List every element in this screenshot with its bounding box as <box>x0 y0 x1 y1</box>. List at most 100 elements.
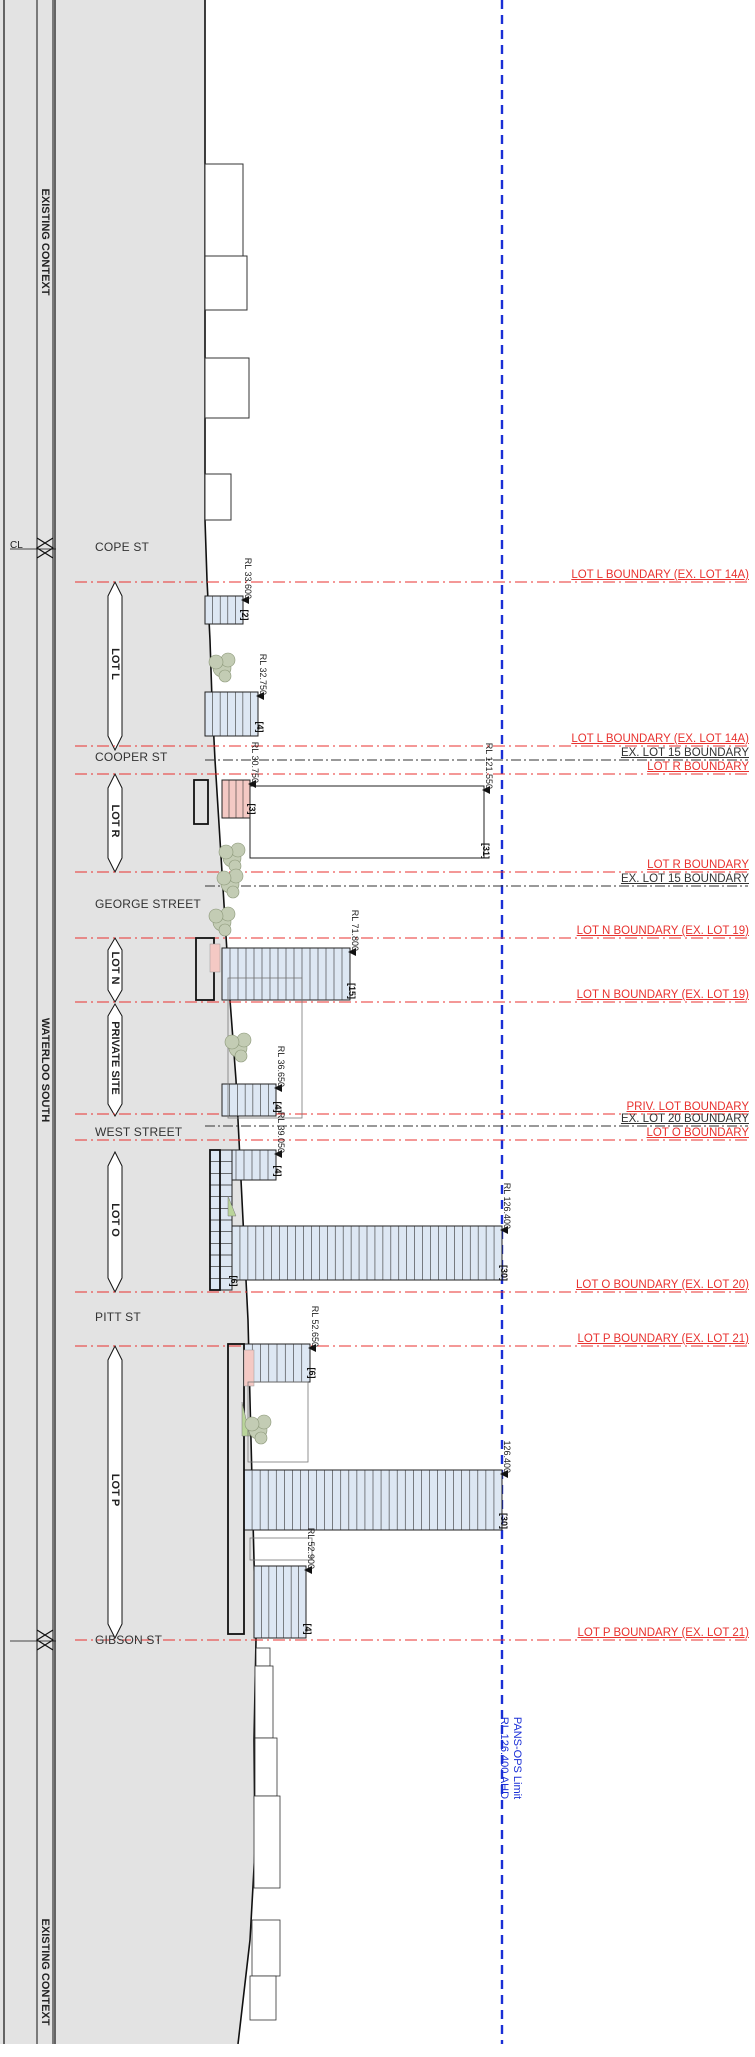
tree-icon <box>256 1414 272 1430</box>
podium-frame <box>209 1149 221 1291</box>
secondary-volume <box>249 1537 313 1561</box>
boundary-label: LOT P BOUNDARY (EX. LOT 21) <box>577 1627 749 1639</box>
level-marker-icon <box>241 596 249 604</box>
level-marker-icon <box>500 1226 508 1234</box>
level-marker-icon <box>274 1084 282 1092</box>
band-division-cope <box>35 537 55 559</box>
podium-accent <box>243 1349 255 1387</box>
podium-accent <box>209 943 221 973</box>
building-rl-label: RL 52.650 <box>310 1305 320 1347</box>
street-label-west: WEST STREET <box>95 1125 183 1139</box>
context-block-8 <box>253 1795 281 1889</box>
tree-icon <box>218 923 232 937</box>
tree-icon <box>218 844 234 860</box>
boundary-label: LOT L BOUNDARY (EX. LOT 14A) <box>571 569 749 581</box>
tree-icon <box>216 870 232 886</box>
band-division-gibson <box>35 1629 55 1651</box>
building-storey-count: [6] <box>307 1367 317 1379</box>
building-storey-count: [30] <box>499 1264 509 1281</box>
tree-icon <box>230 842 246 858</box>
buildings <box>193 595 508 1639</box>
lot-capsule-lot-p <box>107 1344 123 1640</box>
context-block-3 <box>204 357 250 419</box>
boundary-lines <box>75 581 748 1641</box>
tree-icon <box>220 652 236 668</box>
street-label-gibson: GIBSON ST <box>95 1633 163 1647</box>
boundary-label: LOT L BOUNDARY (EX. LOT 14A) <box>571 733 749 745</box>
street-label-cooper: COOPER ST <box>95 750 168 764</box>
tree-icon <box>208 654 224 670</box>
pans-ops-label-line1: PANS-OPS Limit <box>511 1716 523 1800</box>
boundary-label: EX. LOT 20 BOUNDARY <box>620 1113 749 1125</box>
context-block-9 <box>251 1919 281 1977</box>
building-storey-count: [6] <box>229 1275 239 1287</box>
building-rl-label: RL 32.750 <box>258 653 268 695</box>
boundary-label: EX. LOT 15 BOUNDARY <box>620 747 749 759</box>
street-label-pitt: PITT ST <box>95 1310 141 1324</box>
building-rl-label: RL 126.400 <box>502 1182 512 1229</box>
level-marker-icon <box>274 1150 282 1158</box>
building-rl-label: 126.400 <box>502 1440 512 1473</box>
level-marker-icon <box>308 1344 316 1352</box>
street-label-george: GEORGE STREET <box>95 897 201 911</box>
building-storey-count: [3] <box>247 803 257 815</box>
podium-frame <box>227 1343 245 1635</box>
trees <box>208 652 272 1445</box>
lot-label-lot-p: LOT P <box>109 1473 121 1507</box>
context-block-10 <box>249 1975 277 2021</box>
building-rl-label: RL 30.750 <box>250 741 260 783</box>
boundary-label: PRIV. LOT BOUNDARY <box>626 1101 750 1113</box>
level-marker-icon <box>500 1470 508 1478</box>
tree-icon <box>220 906 236 922</box>
tree-icon <box>226 885 240 899</box>
building-mass <box>221 1083 277 1117</box>
boundary-label: LOT O BOUNDARY (EX. LOT 20) <box>576 1279 749 1291</box>
level-marker-icon <box>256 692 264 700</box>
building-storey-count: [2] <box>240 609 250 621</box>
landscape-sliver <box>227 1195 237 1217</box>
pans-ops-label-line2: RL 126.400 AHD <box>498 1716 510 1800</box>
lot-label-lot-n: LOT N <box>109 951 121 985</box>
building-storey-count: [31] <box>481 842 491 859</box>
context-block-5 <box>255 1647 271 1667</box>
level-marker-icon <box>482 786 490 794</box>
lot-label-lot-l: LOT L <box>109 648 121 680</box>
level-marker-icon <box>248 780 256 788</box>
boundary-label: LOT O BOUNDARY <box>646 1127 749 1139</box>
context-block-6 <box>254 1665 274 1739</box>
band-label-middle: WATERLOO SOUTH <box>39 1017 51 1123</box>
pans-ops-label: PANS-OPS Limit RL 126.400 AHD <box>497 1678 523 1838</box>
building-rl-label: RL 36.650 <box>276 1045 286 1087</box>
lot-capsule-private-site <box>107 1003 123 1117</box>
tree-icon <box>228 868 244 884</box>
boundary-label: EX. LOT 15 BOUNDARY <box>620 873 749 885</box>
context-block-7 <box>254 1737 278 1797</box>
centreline-symbol: CL <box>10 540 23 551</box>
level-marker-icon <box>348 948 356 956</box>
tree-icon <box>244 1416 260 1432</box>
level-marker-icon <box>304 1566 312 1574</box>
tree-icon <box>234 1049 248 1063</box>
boundary-label: LOT R BOUNDARY <box>647 761 749 773</box>
tree-icon <box>208 908 224 924</box>
building-rl-label: RL 39.050 <box>276 1111 286 1153</box>
building-rl-label: RL 52.900 <box>306 1527 316 1569</box>
building-rl-label: RL 71.800 <box>350 909 360 951</box>
tree-icon <box>224 1034 240 1050</box>
band-label-bottom: EXISTING CONTEXT <box>39 1918 51 2026</box>
building-mass <box>204 691 259 737</box>
building-storey-count: [4] <box>273 1165 283 1177</box>
building-mass <box>249 785 485 859</box>
lot-label-lot-r: LOT R <box>109 804 121 838</box>
building-rl-label: RL 33.600 <box>243 557 253 599</box>
building-storey-count: [4] <box>303 1623 313 1635</box>
tree-icon <box>218 669 232 683</box>
lot-capsule-lot-l <box>107 580 123 752</box>
boundary-label: LOT P BOUNDARY (EX. LOT 21) <box>577 1333 749 1345</box>
grey-band-background <box>0 0 256 2044</box>
context-block-4 <box>204 473 232 521</box>
podium-frame <box>193 779 209 825</box>
tree-icon <box>254 1431 268 1445</box>
lot-label-private-site: PRIVATE SITE <box>109 1021 121 1095</box>
